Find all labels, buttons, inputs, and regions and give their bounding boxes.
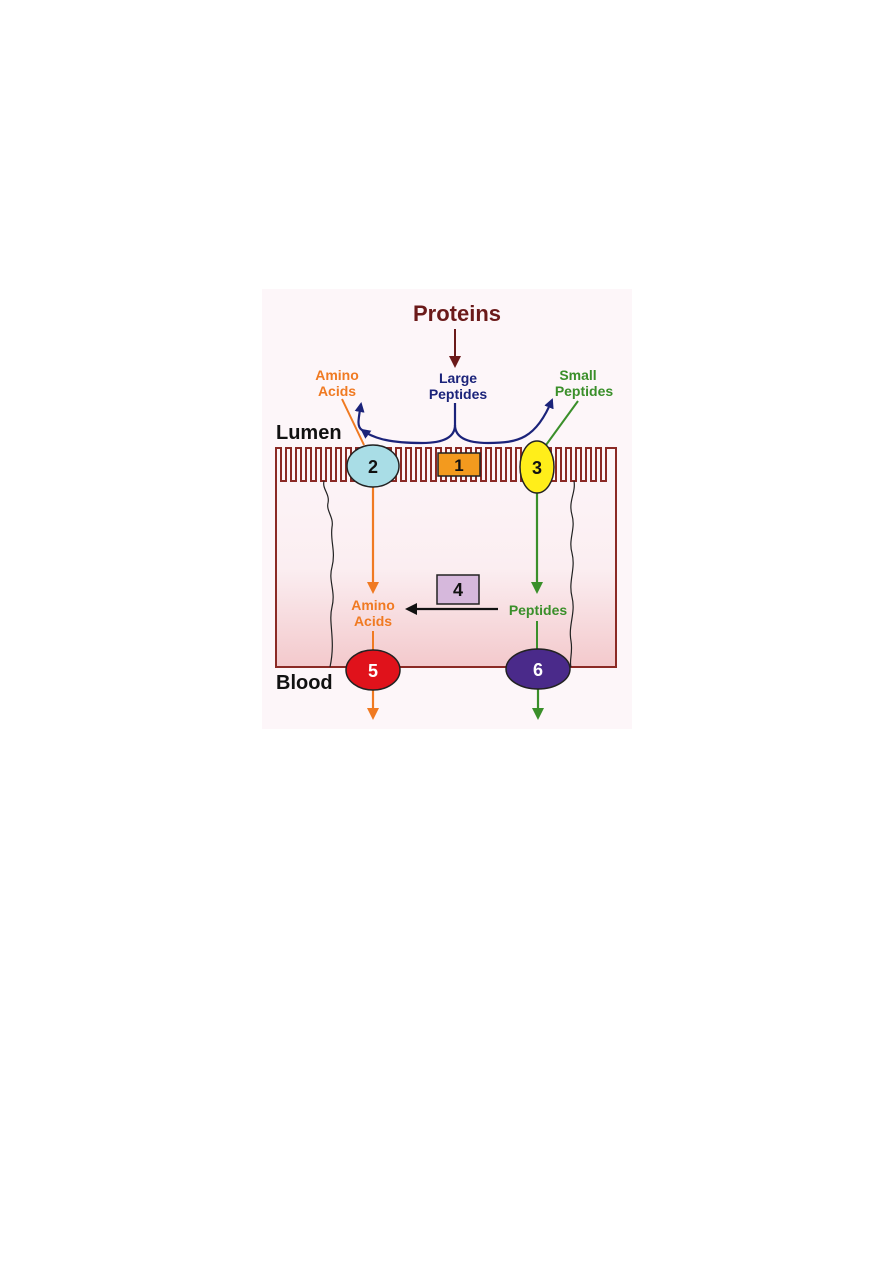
small-peptides-label-1: Small: [559, 367, 596, 383]
marker-3-label: 3: [532, 458, 542, 478]
small-peptides-label-2: Peptides: [555, 383, 614, 399]
marker-2-circle: [346, 444, 400, 488]
lumen-label: Lumen: [276, 422, 342, 444]
large-peptides-split-left-arrow: [360, 403, 457, 445]
marker-5-label: 5: [368, 661, 378, 681]
marker-6-label: 6: [533, 660, 543, 680]
diagram-canvas: Proteins Large Peptides Amino Acids Smal…: [262, 289, 632, 729]
marker-1-label: 1: [454, 456, 463, 475]
marker-2-label: 2: [368, 457, 378, 477]
proteins-label: Proteins: [413, 301, 501, 326]
marker-6-oval: [505, 648, 571, 690]
amino-acids-lumen-label-2: Acids: [318, 383, 356, 399]
marker-1-box: [437, 452, 481, 477]
enterocyte-cell: [275, 447, 617, 668]
large-peptides-label-1: Large: [439, 370, 477, 386]
marker-5-oval: [345, 649, 401, 691]
marker-3-oval: [519, 440, 555, 494]
blood-label: Blood: [276, 672, 333, 694]
peptides-cell-label: Peptides: [509, 602, 568, 618]
small-peptides-to-transporter-line: [545, 400, 579, 446]
large-peptides-split-right-arrow: [453, 398, 554, 445]
amino-acids-to-transporter-line: [341, 398, 365, 446]
amino-acids-cell-label-2: Acids: [354, 613, 392, 629]
left-cell-boundary: [323, 480, 335, 668]
right-cell-boundary: [569, 480, 575, 668]
amino-acids-lumen-label-1: Amino: [315, 367, 359, 383]
marker-4-box: [436, 574, 480, 605]
large-peptides-split-left-curve: [354, 402, 365, 431]
marker-4-label: 4: [453, 580, 463, 600]
protein-digestion-diagram: Proteins Large Peptides Amino Acids Smal…: [262, 289, 632, 729]
large-peptides-label-2: Peptides: [429, 386, 488, 402]
amino-acids-cell-label-1: Amino: [351, 597, 395, 613]
